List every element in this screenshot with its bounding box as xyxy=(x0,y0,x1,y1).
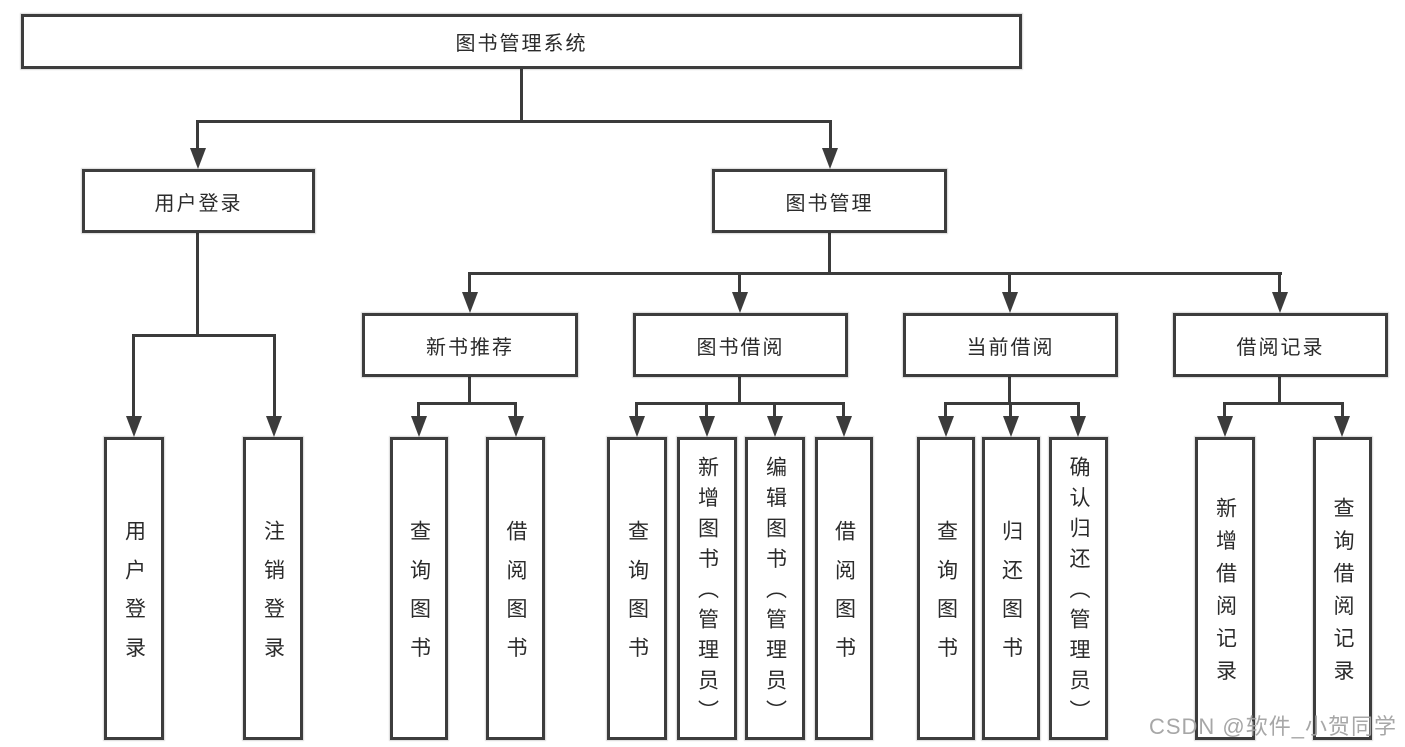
arrowhead-r2 xyxy=(508,416,524,437)
leaf-user-login: 用户登录 xyxy=(104,437,164,740)
connector-root-stem xyxy=(520,68,523,122)
arrowhead-k2 xyxy=(1334,416,1350,437)
connector-root-rail xyxy=(196,120,832,123)
arrowhead-b4 xyxy=(836,416,852,437)
leaf-confirm-return-admin: 确认归还（管理员） xyxy=(1049,437,1108,740)
leaf-edit-books-admin: 编辑图书（管理员） xyxy=(745,437,805,740)
connector-current-rail xyxy=(944,402,1080,405)
arrowhead-c1 xyxy=(938,416,954,437)
connector-drop-k2 xyxy=(1341,402,1344,418)
connector-drop-book xyxy=(829,120,832,152)
arrowhead-leaf-logout xyxy=(266,416,282,437)
node-root: 图书管理系统 xyxy=(21,14,1022,69)
connector-user-rail xyxy=(132,334,276,337)
connector-drop-k1 xyxy=(1223,402,1226,418)
connector-drop-r2 xyxy=(514,402,517,418)
connector-book-stem xyxy=(828,232,831,275)
node-borrow-records-label: 借阅记录 xyxy=(1236,336,1325,359)
connector-drop-c3 xyxy=(1077,402,1080,418)
leaf-borrow-query-books: 查询图书 xyxy=(607,437,667,740)
arrowhead-leaf-login xyxy=(126,416,142,437)
connector-drop-b4 xyxy=(842,402,845,418)
connector-book-rail xyxy=(468,272,1282,275)
arrowhead-user-login xyxy=(190,148,206,169)
connector-user-stem xyxy=(196,232,199,337)
arrowhead-borrow xyxy=(732,292,748,313)
connector-records-rail xyxy=(1223,402,1344,405)
connector-drop-user xyxy=(196,120,199,152)
leaf-edit-books-admin-label: 编辑图书（管理员） xyxy=(763,456,787,731)
arrowhead-book-management xyxy=(822,148,838,169)
leaf-return-books: 归还图书 xyxy=(982,437,1040,740)
leaf-recommend-query-books-label: 查询图书 xyxy=(407,519,431,676)
leaf-user-login-label: 用户登录 xyxy=(122,519,146,676)
connector-drop-borrow xyxy=(738,272,741,294)
node-book-management: 图书管理 xyxy=(712,169,947,233)
connector-recommend-stem xyxy=(468,376,471,405)
connector-drop-c2 xyxy=(1009,402,1012,418)
leaf-current-query-books-label: 查询图书 xyxy=(934,519,958,676)
watermark: CSDN @软件_小贺同学 xyxy=(1148,714,1397,739)
arrowhead-recommend xyxy=(462,292,478,313)
connector-drop-current xyxy=(1008,272,1011,294)
arrowhead-b2 xyxy=(699,416,715,437)
node-user-login: 用户登录 xyxy=(82,169,315,233)
leaf-add-borrow-record: 新增借阅记录 xyxy=(1195,437,1255,740)
connector-drop-b2 xyxy=(705,402,708,418)
arrowhead-c2 xyxy=(1003,416,1019,437)
node-book-borrow: 图书借阅 xyxy=(633,313,848,377)
node-user-login-label: 用户登录 xyxy=(154,192,243,215)
arrowhead-current xyxy=(1002,292,1018,313)
node-current-borrow: 当前借阅 xyxy=(903,313,1118,377)
connector-drop-recommend xyxy=(468,272,471,294)
arrowhead-records xyxy=(1272,292,1288,313)
leaf-borrow-books-label: 借阅图书 xyxy=(832,519,856,676)
leaf-borrow-books: 借阅图书 xyxy=(815,437,873,740)
leaf-return-books-label: 归还图书 xyxy=(999,519,1023,676)
connector-drop-records xyxy=(1278,272,1281,294)
leaf-recommend-query-books: 查询图书 xyxy=(390,437,448,740)
node-borrow-records: 借阅记录 xyxy=(1173,313,1388,377)
node-current-borrow-label: 当前借阅 xyxy=(966,336,1055,359)
connector-current-stem xyxy=(1008,376,1011,405)
connector-drop-b3 xyxy=(773,402,776,418)
leaf-add-books-admin: 新增图书（管理员） xyxy=(677,437,737,740)
connector-drop-leaf-login xyxy=(132,334,135,419)
arrowhead-b1 xyxy=(629,416,645,437)
arrowhead-c3 xyxy=(1070,416,1086,437)
leaf-logout: 注销登录 xyxy=(243,437,303,740)
node-book-management-label: 图书管理 xyxy=(785,192,874,215)
arrowhead-r1 xyxy=(411,416,427,437)
leaf-add-books-admin-label: 新增图书（管理员） xyxy=(695,456,719,731)
connector-drop-r1 xyxy=(417,402,420,418)
leaf-query-borrow-record: 查询借阅记录 xyxy=(1313,437,1372,740)
connector-drop-c1 xyxy=(944,402,947,418)
leaf-add-borrow-record-label: 新增借阅记录 xyxy=(1213,496,1237,692)
connector-recommend-rail xyxy=(417,402,517,405)
connector-records-stem xyxy=(1278,376,1281,405)
node-book-borrow-label: 图书借阅 xyxy=(696,336,785,359)
leaf-confirm-return-admin-label: 确认归还（管理员） xyxy=(1067,456,1090,731)
connector-drop-leaf-logout xyxy=(273,334,276,419)
connector-drop-b1 xyxy=(635,402,638,418)
node-new-book-recommend: 新书推荐 xyxy=(362,313,578,377)
leaf-recommend-borrow-books-label: 借阅图书 xyxy=(504,519,527,676)
connector-bborrow-stem xyxy=(738,376,741,405)
arrowhead-b3 xyxy=(767,416,783,437)
node-new-book-recommend-label: 新书推荐 xyxy=(426,336,514,359)
leaf-current-query-books: 查询图书 xyxy=(917,437,975,740)
leaf-logout-label: 注销登录 xyxy=(261,519,285,676)
leaf-borrow-query-books-label: 查询图书 xyxy=(625,519,649,676)
arrowhead-k1 xyxy=(1217,416,1233,437)
leaf-query-borrow-record-label: 查询借阅记录 xyxy=(1331,496,1354,692)
node-root-label: 图书管理系统 xyxy=(455,33,588,55)
leaf-recommend-borrow-books: 借阅图书 xyxy=(486,437,545,740)
connector-bborrow-rail xyxy=(635,402,845,405)
